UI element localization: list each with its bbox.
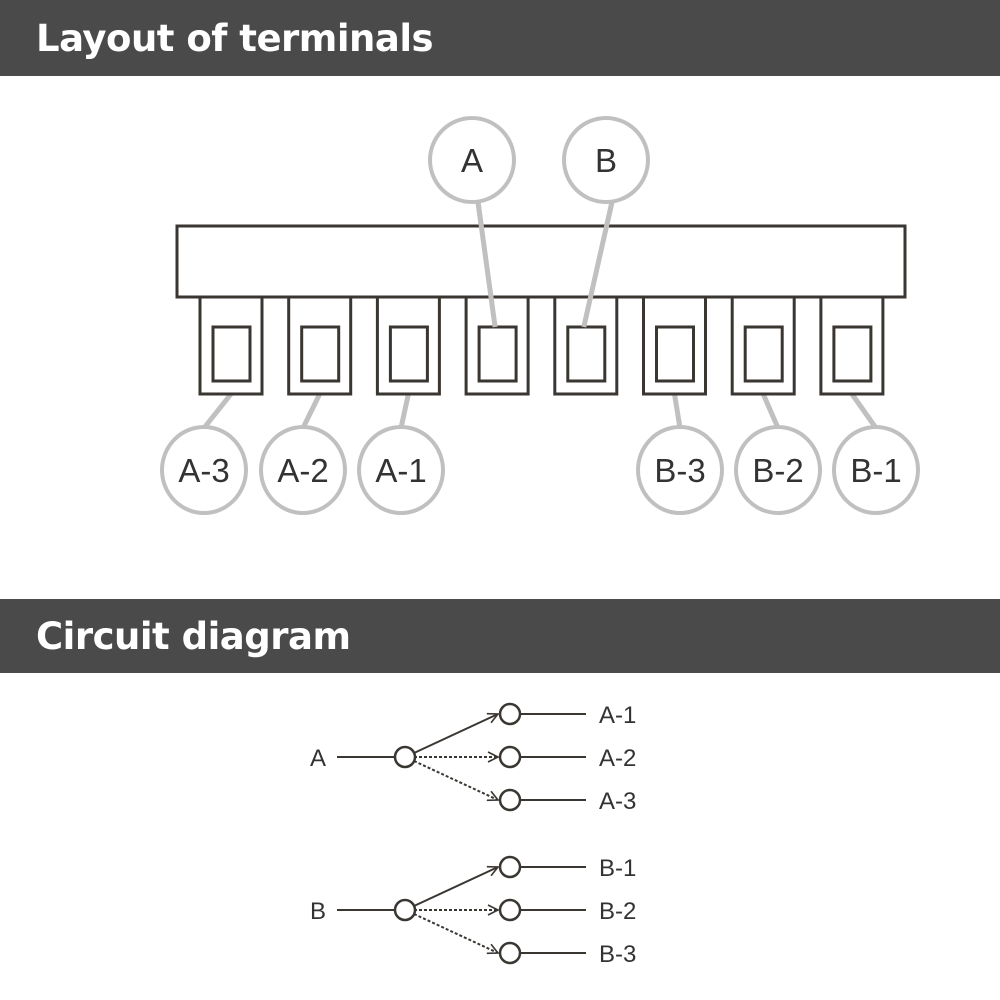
section-header-layout: Layout of terminals bbox=[0, 0, 1000, 76]
callout-label: A-2 bbox=[277, 452, 328, 489]
callout-circle bbox=[259, 425, 347, 515]
callout-circle bbox=[636, 425, 724, 515]
circuit-active-path bbox=[413, 714, 498, 754]
callout-label: B-1 bbox=[850, 452, 901, 489]
circuit-diagram: A A-1A-2A-3B B-1B-2B-3 bbox=[310, 702, 636, 968]
callout-label: B bbox=[595, 142, 617, 179]
circuit-output-label: A-2 bbox=[599, 745, 636, 772]
circuit-switch-path bbox=[413, 760, 498, 800]
callout-leader-line bbox=[300, 392, 322, 430]
circuit-output-label: B-2 bbox=[599, 898, 636, 925]
circuit-common-node bbox=[393, 898, 417, 922]
terminal-contact bbox=[832, 325, 873, 383]
terminal-contact bbox=[300, 325, 341, 383]
callout-label: A bbox=[461, 142, 483, 179]
terminal-contact bbox=[743, 325, 784, 383]
callout-circle bbox=[160, 425, 248, 515]
callout-leader-line bbox=[202, 392, 233, 430]
callout-leader-line bbox=[398, 393, 411, 429]
callout-circle bbox=[734, 425, 822, 515]
callout-leader-line bbox=[475, 201, 498, 328]
circuit-output-node bbox=[498, 898, 522, 922]
callout-label: B-2 bbox=[752, 452, 803, 489]
section-title-layout: Layout of terminals bbox=[36, 17, 434, 60]
callout-leader-line bbox=[849, 392, 879, 430]
terminal-contact bbox=[655, 325, 695, 383]
circuit-output-node bbox=[498, 855, 522, 879]
circuit-output-node bbox=[498, 745, 522, 769]
circuit-output-node bbox=[498, 941, 522, 965]
circuit-switch-path bbox=[413, 913, 498, 953]
callout-label: A-3 bbox=[178, 452, 229, 489]
circuit-active-path bbox=[413, 867, 498, 907]
terminal-contact bbox=[388, 325, 429, 383]
terminal-block-body bbox=[175, 224, 907, 299]
circuit-output-label: B-3 bbox=[599, 941, 636, 968]
circuit-output-label: A-3 bbox=[599, 788, 636, 815]
callout-circle bbox=[562, 116, 650, 204]
callout-label: A-1 bbox=[375, 452, 426, 489]
callout-leader-line bbox=[760, 393, 781, 429]
circuit-input-label: A bbox=[310, 745, 326, 772]
circuit-output-node bbox=[498, 788, 522, 812]
callout-circle bbox=[357, 425, 445, 515]
circuit-output-label: A-1 bbox=[599, 702, 636, 729]
circuit-output-label: B-1 bbox=[599, 855, 636, 882]
callout-leader-line bbox=[672, 393, 683, 429]
section-header-circuit: Circuit diagram bbox=[0, 599, 1000, 673]
terminal-contact bbox=[211, 325, 252, 383]
callout-circle bbox=[428, 116, 516, 204]
section-title-circuit: Circuit diagram bbox=[36, 615, 351, 658]
terminal-contact bbox=[477, 325, 518, 383]
terminal-layout: A B A-3 A-2 A-1 B-3 B-2 B-1 bbox=[160, 116, 920, 515]
callout-leader-line bbox=[581, 201, 615, 328]
circuit-input-label: B bbox=[310, 898, 326, 925]
callout-label: B-3 bbox=[654, 452, 705, 489]
circuit-output-node bbox=[498, 702, 522, 726]
callout-circle bbox=[832, 425, 920, 515]
circuit-common-node bbox=[393, 745, 417, 769]
terminal-contact bbox=[566, 325, 607, 383]
